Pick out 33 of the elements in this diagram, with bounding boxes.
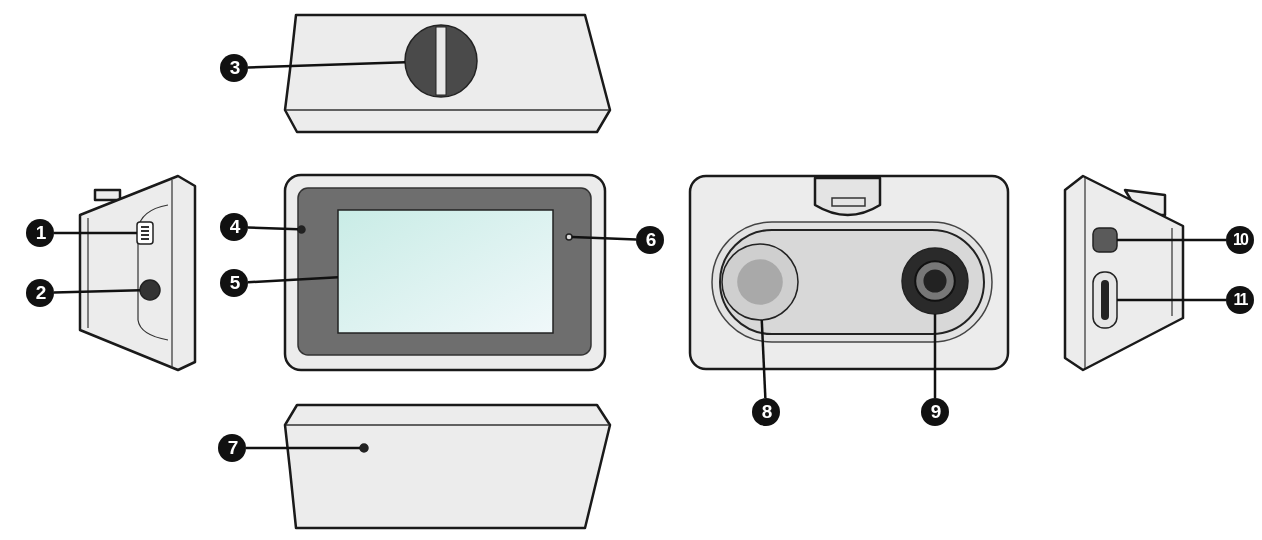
mount-knob: [404, 24, 478, 98]
usb-port: [136, 221, 154, 245]
leader-line: [246, 446, 360, 450]
leader-line: [1117, 298, 1226, 302]
callout-number: 7: [218, 434, 246, 462]
callout-number: 11: [1226, 286, 1254, 314]
audio-jack: [139, 279, 161, 301]
callout-number: 1: [26, 219, 54, 247]
camera-lens: [901, 247, 969, 315]
leader-line: [760, 319, 767, 399]
leader-line: [1117, 238, 1226, 242]
indicator-light: [565, 233, 573, 241]
callout-number: 2: [26, 279, 54, 307]
push-button: [1092, 227, 1118, 253]
leader-line: [247, 226, 299, 231]
callout-number: 4: [220, 213, 248, 241]
callout-number: 5: [220, 269, 248, 297]
leader-line: [933, 314, 937, 398]
callout-number: 6: [636, 226, 664, 254]
callout-number: 8: [752, 398, 780, 426]
leader-line: [247, 60, 406, 69]
speaker-grille: [721, 243, 799, 321]
leader-line: [571, 235, 637, 241]
callout-number: 9: [921, 398, 949, 426]
leader-line: [53, 289, 141, 294]
callout-number: 10: [1226, 226, 1254, 254]
indicator-light: [297, 225, 306, 234]
microphone-hole: [359, 443, 369, 453]
leader-line: [54, 231, 137, 235]
card-slot: [1092, 271, 1118, 329]
display-screen: [337, 209, 554, 334]
leader-line: [247, 276, 339, 284]
callout-number: 3: [220, 54, 248, 82]
